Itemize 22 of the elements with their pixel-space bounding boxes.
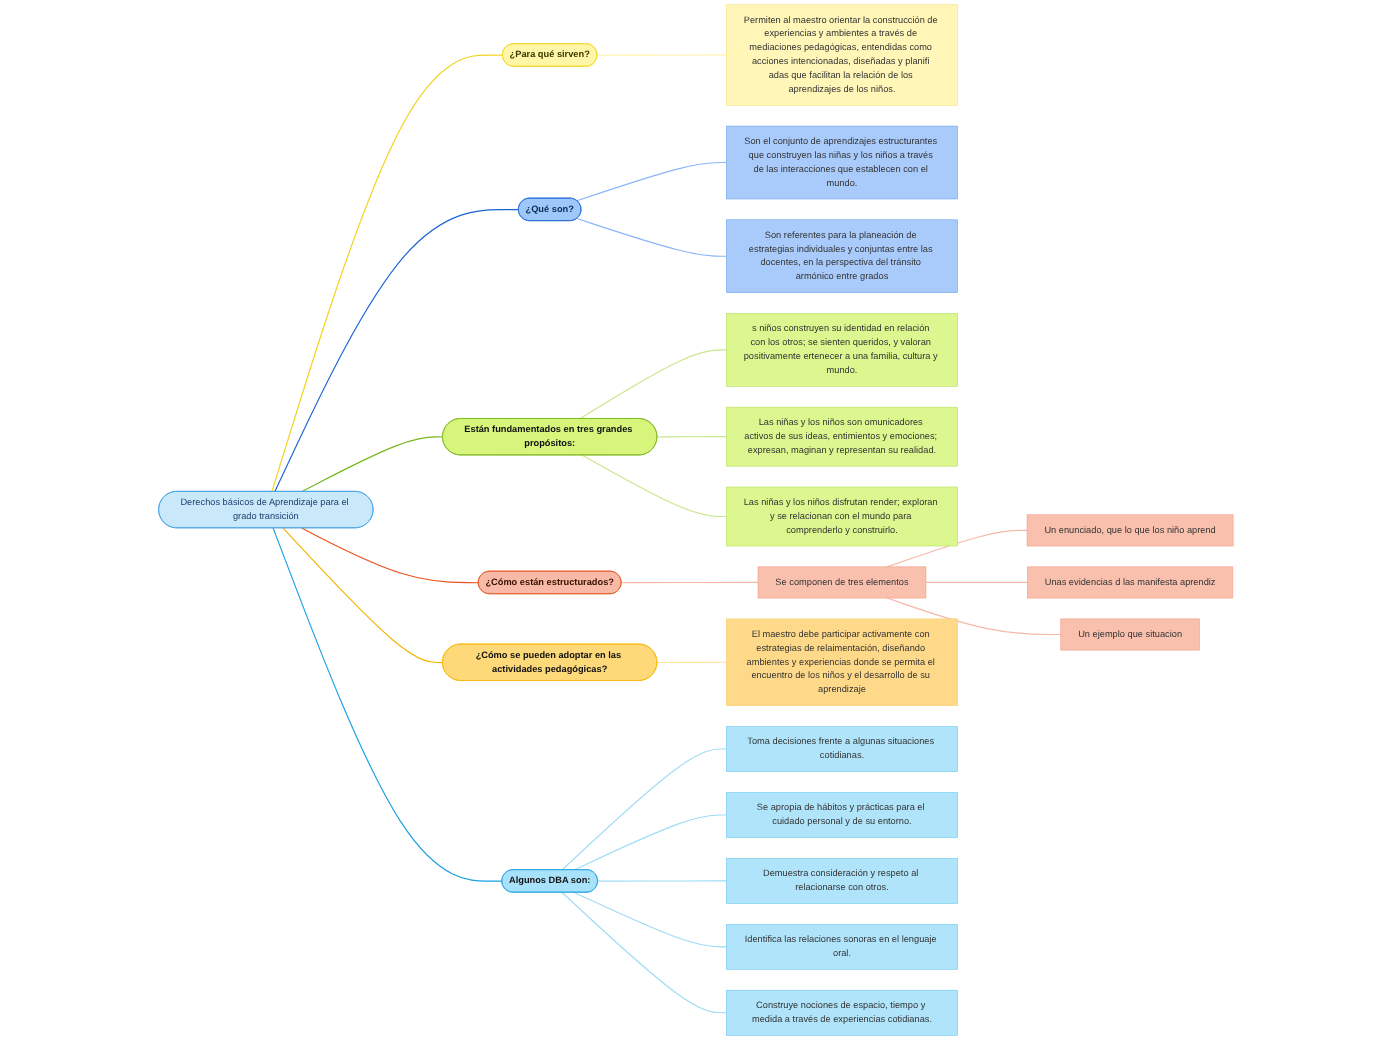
connector <box>656 661 727 664</box>
connector <box>576 161 727 202</box>
connector <box>282 527 444 664</box>
connector <box>301 436 444 493</box>
connector <box>573 891 727 948</box>
connector <box>274 209 520 493</box>
connector <box>579 349 727 420</box>
connector <box>561 891 727 1014</box>
connector <box>620 581 759 584</box>
connector <box>581 454 727 518</box>
connector <box>925 581 1029 584</box>
connector <box>596 54 727 56</box>
connector <box>886 529 1028 568</box>
connector <box>576 218 727 257</box>
connector <box>597 880 727 882</box>
connector <box>301 527 480 584</box>
connector <box>573 814 727 871</box>
connector <box>561 748 727 871</box>
connector <box>272 527 503 882</box>
connector <box>656 436 727 438</box>
connector <box>271 54 504 493</box>
connector <box>886 597 1062 636</box>
